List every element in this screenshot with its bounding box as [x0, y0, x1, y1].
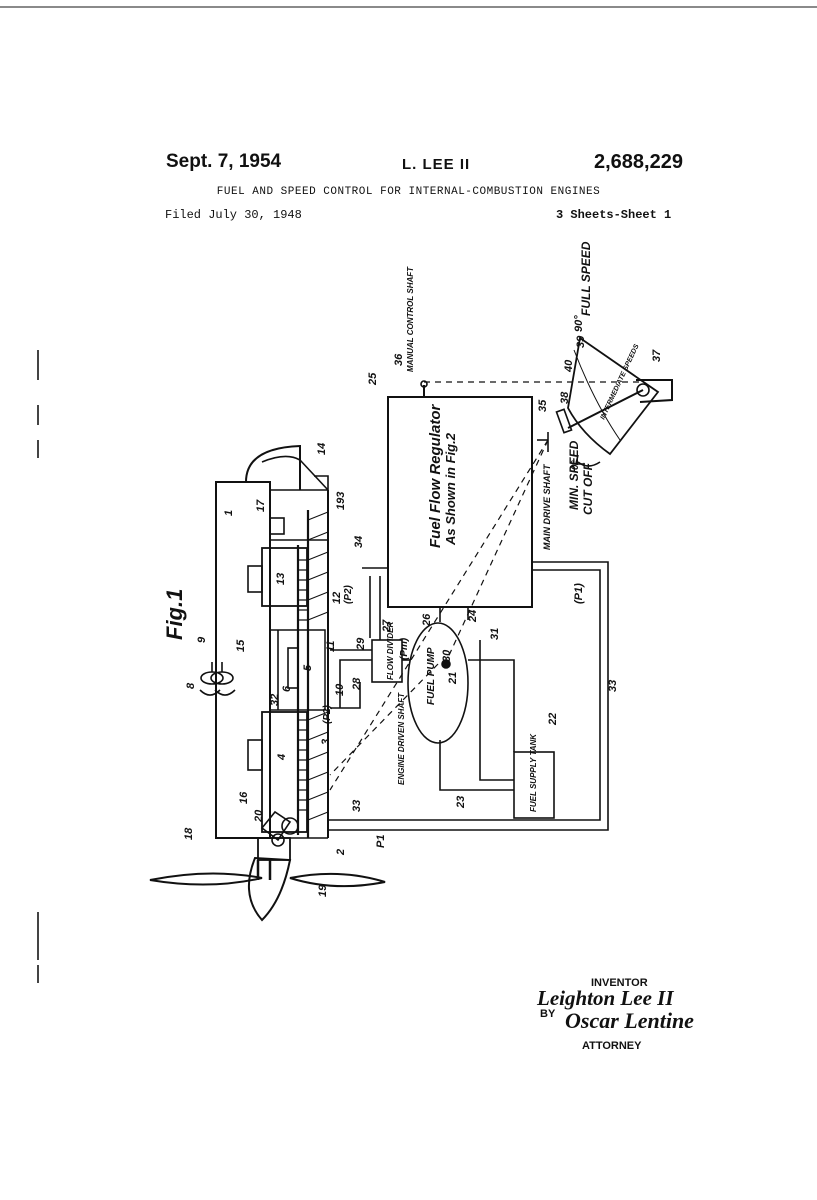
ref-numeral: 18	[183, 827, 195, 840]
ref-numeral: 32	[269, 694, 281, 706]
patent-title: FUEL AND SPEED CONTROL FOR INTERNAL-COMB…	[216, 186, 601, 198]
ref-numeral: 23	[455, 796, 467, 809]
manual-shaft-label: MANUAL CONTROL SHAFT	[406, 266, 415, 372]
ref-numeral: 33	[351, 800, 363, 812]
deg-90-label: 90°	[573, 315, 585, 332]
ref-numeral: 37	[651, 349, 663, 362]
ref-numeral: 30	[441, 649, 453, 662]
ref-numeral: 15	[235, 639, 247, 652]
ref-numeral: 35	[537, 399, 549, 412]
ref-numeral: 34	[353, 536, 365, 548]
inventor-name: Leighton Lee II	[537, 986, 674, 1010]
ref-numeral: 16	[238, 791, 250, 804]
regulator-sublabel: As Shown in Fig.2	[443, 432, 458, 546]
ref-numeral: 17	[255, 499, 267, 512]
min-speed-label: MIN. SPEED	[567, 440, 581, 510]
ref-numeral: 40	[563, 359, 575, 373]
ref-numeral: 12	[331, 592, 343, 604]
ref-numeral: 10	[334, 683, 346, 696]
ref-numeral: 2	[335, 849, 347, 856]
ref-numeral: 25	[367, 372, 379, 386]
fig-label: Fig.1	[162, 589, 187, 640]
p2-label: (P2)	[343, 584, 354, 604]
margin-mark	[37, 405, 39, 425]
p1-paren-label: (P1)	[573, 583, 585, 604]
pm-label: (Pm)	[399, 637, 410, 660]
margin-mark	[37, 350, 39, 380]
margin-mark	[37, 440, 39, 458]
attorney-signature: Oscar Lentine	[565, 1008, 694, 1033]
ref-numeral: 193	[335, 492, 347, 510]
ref-numeral: 21	[447, 672, 459, 685]
ref-numeral: 6	[281, 685, 293, 692]
ref-numeral: 36	[393, 353, 405, 366]
by-label: BY	[540, 1008, 556, 1020]
p1-label: P1	[375, 835, 387, 848]
scan-edge-line	[0, 6, 817, 8]
fuel-tank-label: FUEL SUPPLY TANK	[529, 733, 538, 812]
flow-divider-box	[371, 639, 403, 683]
regulator-label: Fuel Flow Regulator	[427, 404, 444, 548]
fuel-lines	[328, 561, 609, 831]
fuel-flow-regulator-box	[387, 396, 533, 608]
ref-numeral: 5	[302, 664, 314, 671]
spark-plug-assembly	[199, 662, 236, 696]
full-speed-label: FULL SPEED	[579, 241, 593, 316]
main-drive-shaft-label: MAIN DRIVE SHAFT	[542, 463, 552, 550]
p2-lower-label: (P2)	[322, 704, 333, 724]
margin-mark	[37, 912, 39, 960]
attorney-label: ATTORNEY	[582, 1040, 642, 1052]
propeller	[149, 856, 386, 922]
ref-numeral: 11	[325, 641, 337, 652]
filed-date: Filed July 30, 1948	[165, 208, 302, 222]
ref-numeral: 20	[253, 809, 265, 823]
ref-numeral: 31	[489, 628, 501, 640]
fuel-pump-oval	[407, 622, 469, 744]
margin-mark	[37, 965, 39, 983]
ref-numeral: 13	[275, 573, 287, 585]
ref-numeral: 27	[381, 619, 393, 633]
sheet-count: 3 Sheets-Sheet 1	[556, 208, 672, 222]
ref-numeral: 22	[547, 713, 559, 726]
ref-numeral: 19	[317, 884, 329, 897]
ref-numeral: 33	[607, 680, 619, 692]
ref-numeral: 24	[467, 610, 479, 623]
ref-numeral: 39	[575, 335, 587, 348]
patent-number: 2,688,229	[594, 151, 683, 173]
ref-numeral: 26	[421, 613, 433, 627]
engine-shaft-label: ENGINE DRIVEN SHAFT	[397, 692, 406, 785]
speed-control-dial	[555, 336, 673, 467]
inventor-header: L. LEE II	[402, 156, 471, 173]
ref-numeral: 9	[196, 636, 208, 643]
ref-numeral: 14	[316, 443, 328, 455]
ref-numeral: 29	[355, 637, 367, 651]
fuel-pump-label: FUEL PUMP	[426, 647, 437, 705]
ref-numeral: 3	[320, 739, 332, 745]
engine-casing	[215, 444, 329, 880]
cut-off-label: CUT OFF	[581, 462, 595, 515]
ref-numeral: 8	[185, 682, 197, 689]
ref-numeral: 38	[559, 391, 571, 404]
pump-shaft	[441, 659, 451, 669]
flow-divider-label: FLOW DIVIDER	[386, 622, 395, 680]
ref-numeral: 1	[223, 510, 235, 516]
fuel-supply-tank-box	[513, 751, 555, 819]
control-linkages	[329, 381, 640, 791]
patent-date: Sept. 7, 1954	[166, 151, 282, 172]
ref-numeral: 4	[276, 754, 288, 761]
inventor-label: INVENTOR	[591, 977, 648, 989]
deg-0-label: 0°	[570, 459, 581, 470]
ref-numeral: 28	[351, 677, 363, 691]
